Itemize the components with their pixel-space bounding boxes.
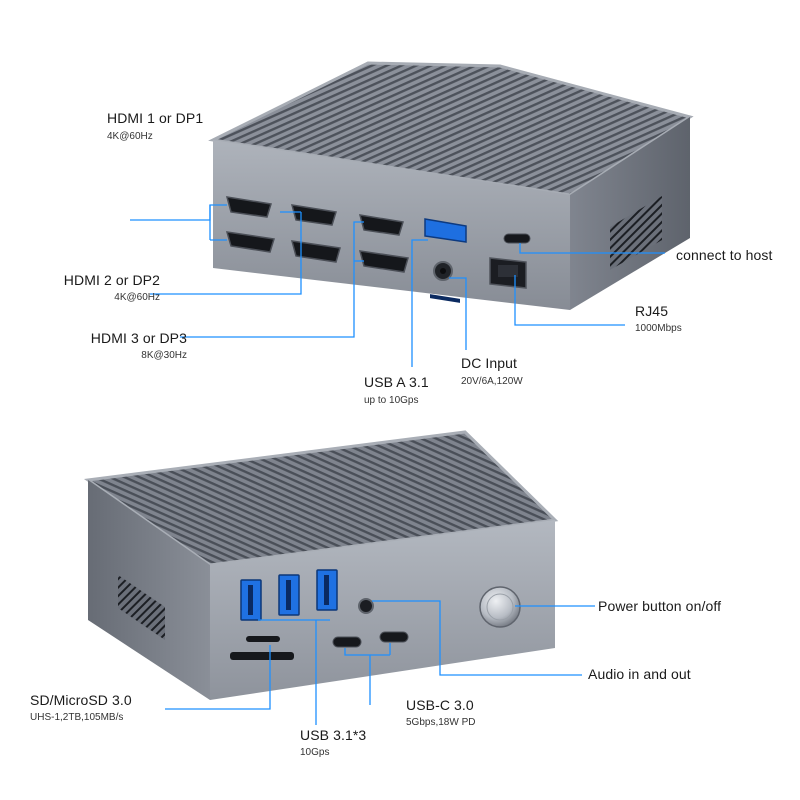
connect-host-title: connect to host <box>676 247 773 263</box>
callout-usbc <box>344 648 371 705</box>
top-side-panel <box>570 117 690 310</box>
bottom-side-panel <box>88 480 210 700</box>
callout-hdmi3 <box>180 221 364 338</box>
usbc-port-1-icon <box>332 636 362 648</box>
callout-usb-a <box>411 239 428 367</box>
top-side-vent <box>610 196 662 270</box>
callout-hdmi1 <box>130 204 227 221</box>
hdmi2-port-icon <box>225 231 275 253</box>
hdmi1-port-icon <box>225 196 272 218</box>
top-lid-fins <box>213 63 690 195</box>
dc-input-title: DC Input <box>461 355 518 371</box>
dc-input-spec: 20V/6A,120W <box>461 376 523 387</box>
hdmi3-spec: 8K@30Hz <box>141 350 187 361</box>
usb-a-title: USB A 3.1 <box>364 374 429 390</box>
dp2-port-icon <box>290 240 341 263</box>
hdmi1-spec: 4K@60Hz <box>107 131 153 142</box>
usb-a-spec: up to 10Gps <box>364 395 419 406</box>
top-lid-rim <box>208 61 694 197</box>
usb-a-tongue-icon <box>430 294 460 303</box>
sd-spec: UHS-1,2TB,105MB/s <box>30 712 124 723</box>
power-button-icon <box>479 586 521 628</box>
dc-pin-icon <box>440 268 446 274</box>
microsd-slot-icon <box>246 636 280 642</box>
dp3-port-icon <box>358 214 404 236</box>
usb-c-host-port-icon <box>503 233 531 244</box>
power-button-title: Power button on/off <box>598 598 722 614</box>
usbc-spec: 5Gbps,18W PD <box>406 717 476 728</box>
callout-connect-host <box>519 243 665 254</box>
bottom-front-panel <box>210 520 555 700</box>
audio-jack-icon <box>358 598 374 614</box>
callout-audio <box>372 600 582 676</box>
rj45-title: RJ45 <box>635 303 669 319</box>
usb31-spec: 10Gps <box>300 747 330 758</box>
usb31-title: USB 3.1*3 <box>300 727 367 743</box>
usb-a-port-icon <box>424 218 467 243</box>
rj45-spec: 1000Mbps <box>635 323 682 334</box>
bottom-side-vent <box>118 575 165 640</box>
audio-title: Audio in and out <box>588 666 691 682</box>
usbc-title: USB-C 3.0 <box>406 697 474 713</box>
hdmi1-title: HDMI 1 or DP1 <box>107 110 204 126</box>
rj45-clip-icon <box>498 265 518 277</box>
sd-slot-icon <box>230 652 294 660</box>
power-button-ring-icon <box>486 593 514 621</box>
bottom-device <box>83 430 559 700</box>
callout-sd <box>165 645 271 710</box>
hdmi2-spec: 4K@60Hz <box>114 292 160 303</box>
hdmi3-title: HDMI 3 or DP3 <box>90 330 187 346</box>
sd-title: SD/MicroSD 3.0 <box>30 692 132 708</box>
dp1-port-icon <box>290 204 337 226</box>
callout-rj45 <box>514 275 625 326</box>
callout-dc-input <box>449 277 467 350</box>
callout-lines <box>130 204 665 725</box>
top-device <box>208 61 694 310</box>
usbc-port-2-icon <box>379 631 409 643</box>
hdmi2-title: HDMI 2 or DP2 <box>63 272 160 288</box>
